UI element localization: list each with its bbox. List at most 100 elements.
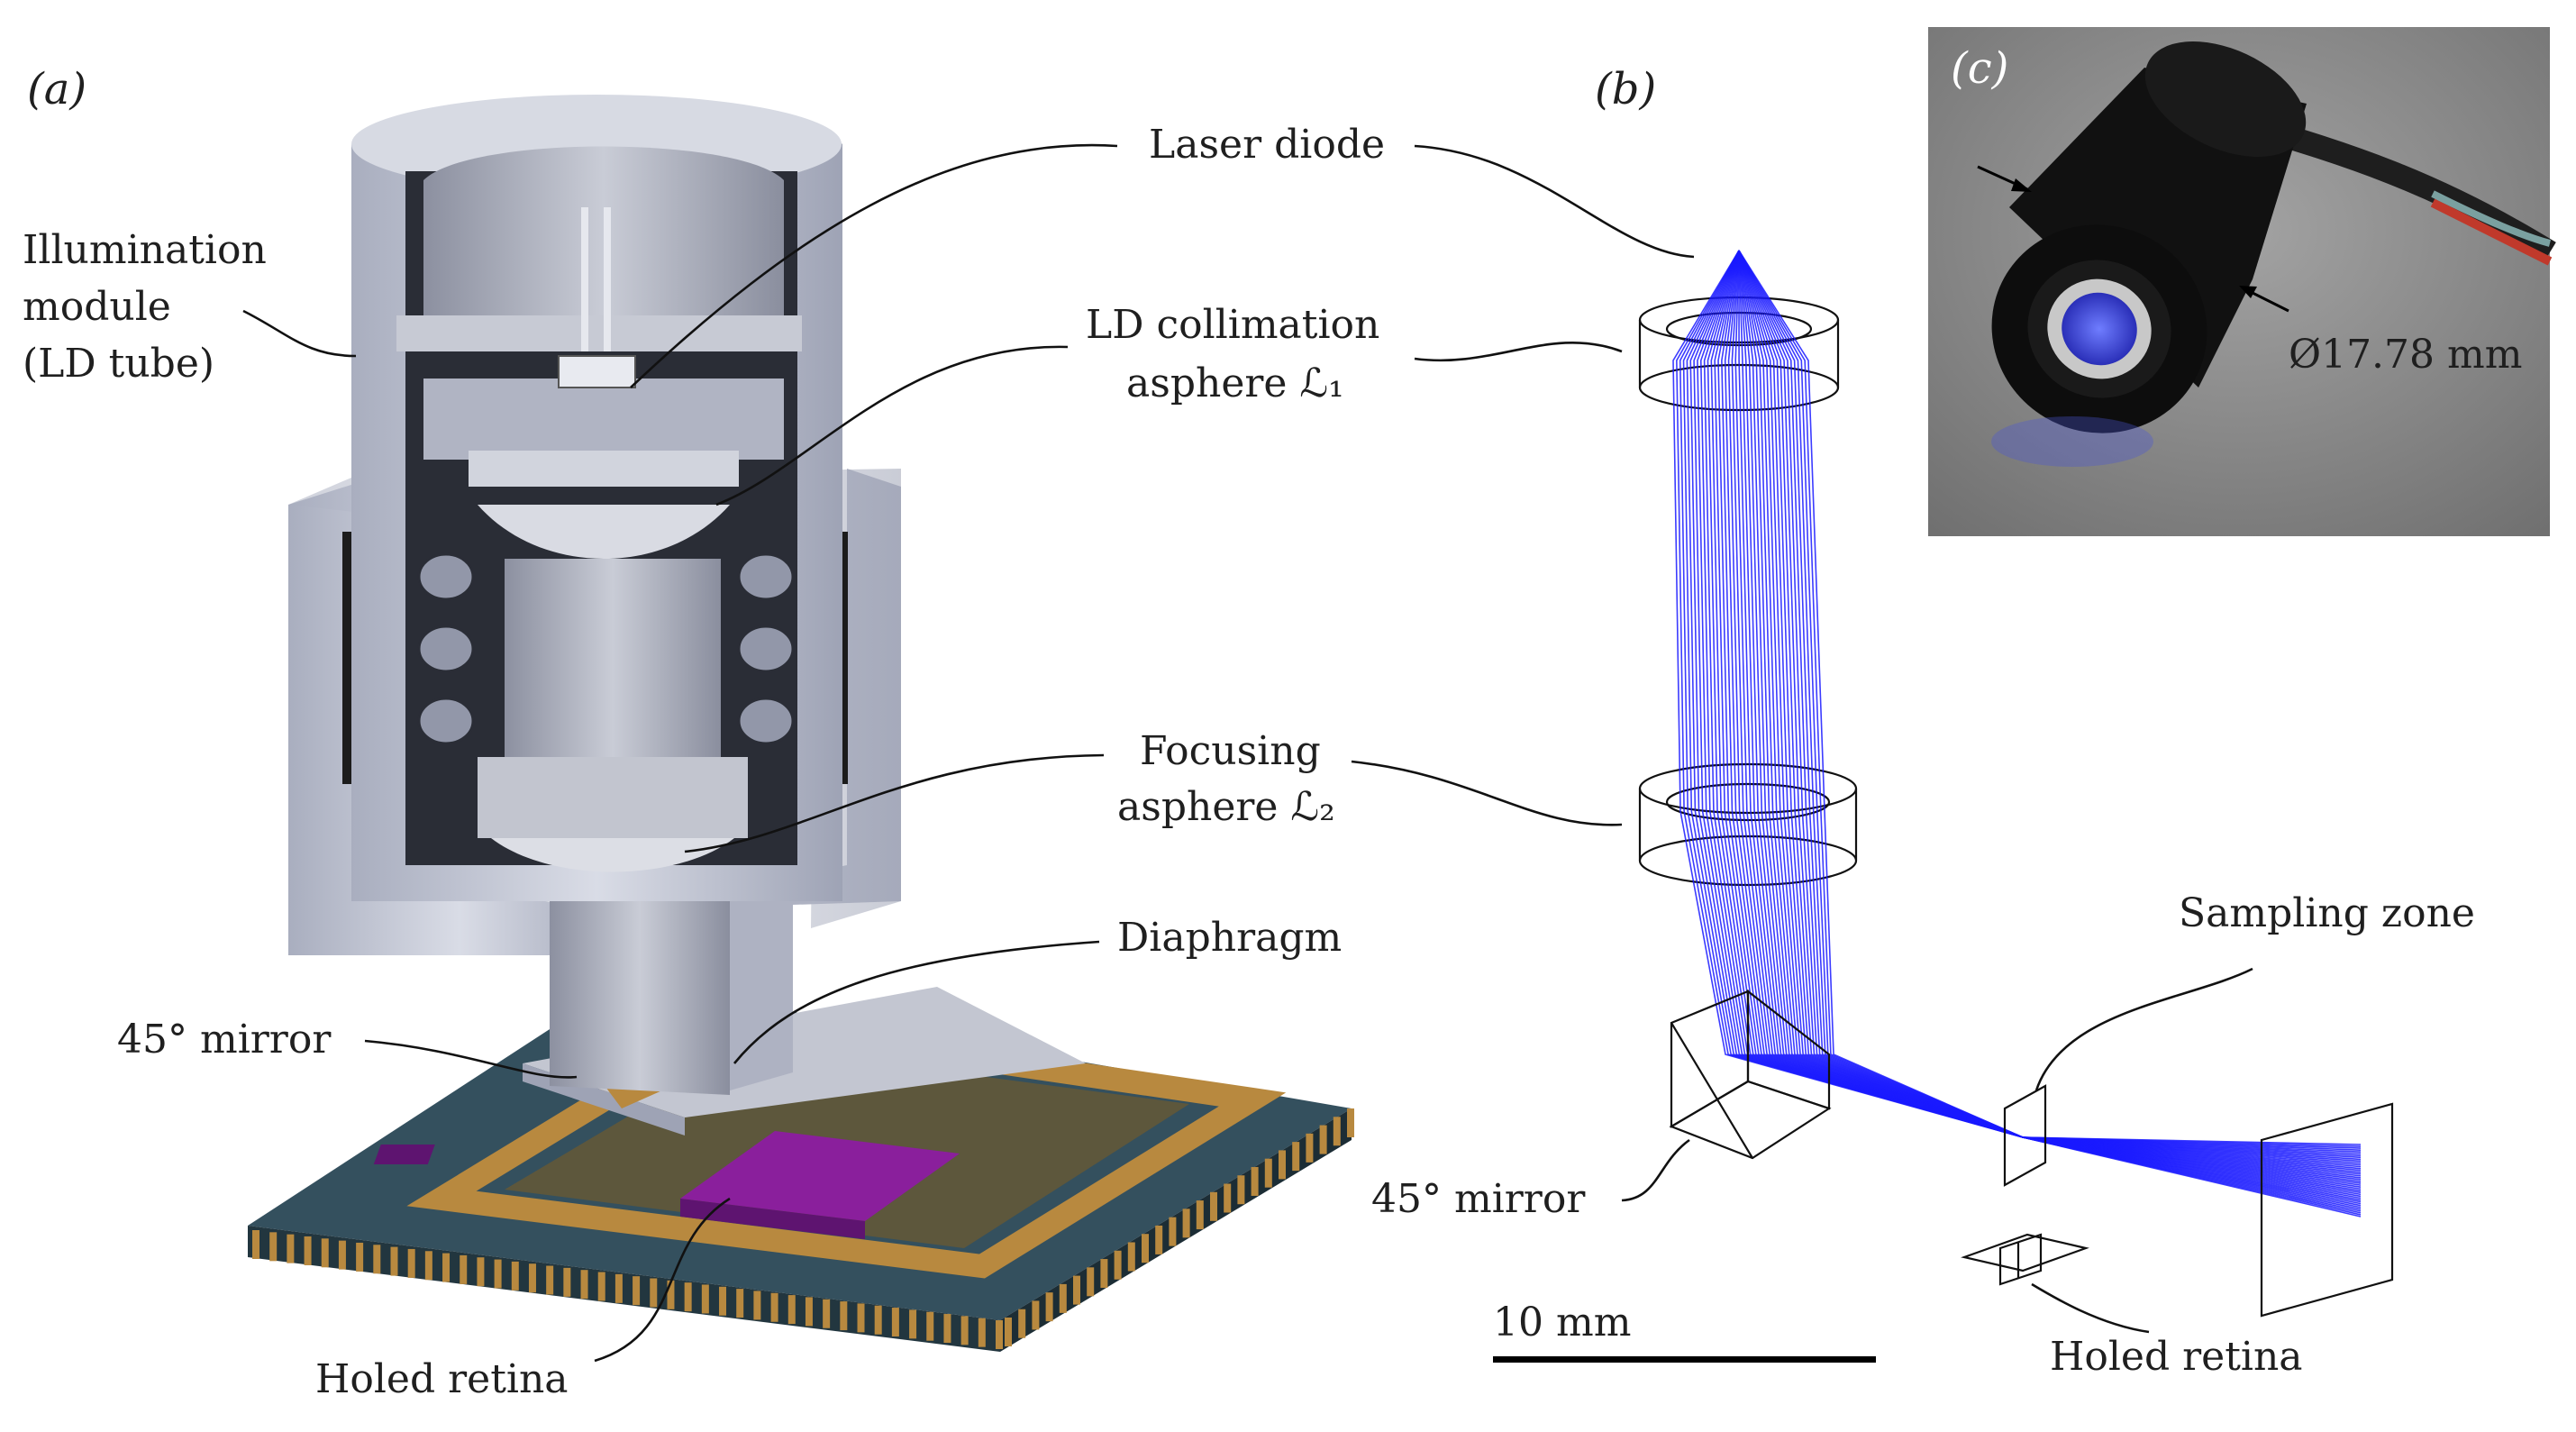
chip-pin (1059, 1283, 1067, 1313)
panel-a-label: (a) (27, 64, 86, 114)
chip-pin (1032, 1300, 1040, 1330)
screen-plane (2260, 1102, 2394, 1318)
chip-pin (805, 1297, 813, 1327)
ld-tube-photo (1991, 41, 2307, 467)
sampling-zone-label: Sampling zone (2179, 890, 2475, 936)
laser-diode-label: Laser diode (1149, 122, 1385, 168)
diameter-label: Ø17.78 mm (2289, 332, 2522, 378)
mirror-b-label: 45° mirror (1371, 1176, 1586, 1222)
retina-die (680, 1131, 960, 1221)
chip-pin (1087, 1267, 1095, 1297)
chip-pin (1018, 1309, 1026, 1338)
chip-pin (597, 1272, 605, 1301)
chip-pin (909, 1309, 917, 1339)
chip-pin (633, 1276, 641, 1306)
panel-a: (a) (23, 64, 1695, 1402)
chip-pin (1264, 1158, 1272, 1188)
chip-pin (1279, 1150, 1286, 1180)
chip-pin (373, 1245, 381, 1274)
chip-pin (1114, 1250, 1122, 1280)
mirror-a-label: 45° mirror (117, 1017, 332, 1063)
chip-pin (287, 1234, 295, 1263)
diaphragm-label: Diaphragm (1117, 915, 1342, 961)
chip-pin (460, 1254, 468, 1284)
chip-pin (580, 1270, 588, 1300)
chip-pin (1100, 1259, 1108, 1289)
focusing-label: Focusing asphere ℒ₂ (1117, 728, 1335, 830)
chip-pin (1224, 1183, 1232, 1213)
chip-pin (614, 1273, 623, 1303)
ld-collimation-label: LD collimation asphere ℒ₁ (1086, 302, 1392, 406)
chip-pin (719, 1286, 727, 1316)
chip-pin (753, 1291, 761, 1320)
chip-pin (701, 1284, 709, 1314)
chip-pin (1169, 1217, 1177, 1246)
chip-pin (1005, 1318, 1012, 1346)
chip-pin (546, 1265, 554, 1295)
panel-b: (b) (1371, 64, 2475, 1380)
scale-bar-label: 10 mm (1493, 1300, 1631, 1345)
scale-bar (1493, 1356, 1876, 1363)
chip-pin (1210, 1191, 1217, 1221)
chip-pin (321, 1238, 329, 1268)
sampling-zone-aperture (2003, 1084, 2047, 1187)
chip-pin (943, 1314, 951, 1344)
panel-c-label: (c) (1951, 43, 2008, 94)
chip-pin (407, 1248, 415, 1278)
chip-pin (874, 1305, 882, 1335)
chip-pin (684, 1282, 692, 1312)
chip-pin (770, 1292, 778, 1322)
chip-pin (563, 1267, 571, 1297)
ray (1738, 250, 2362, 1218)
side-rollers (417, 552, 795, 745)
chip-pin (1196, 1200, 1204, 1230)
chip-pin (960, 1316, 969, 1345)
chip-pin (1073, 1275, 1080, 1305)
chip-pin (356, 1242, 364, 1272)
chip-pin (1127, 1242, 1135, 1272)
chip-pin (1333, 1117, 1341, 1146)
holed-retina-wireframe (1961, 1233, 2089, 1286)
chip-pin (787, 1295, 796, 1325)
chip-pin (857, 1303, 865, 1333)
chip-pin (978, 1318, 986, 1347)
chip-pin (1142, 1234, 1149, 1263)
chip-pin (823, 1299, 831, 1328)
chip-pin (252, 1230, 259, 1259)
chip-pin (1155, 1225, 1163, 1254)
chip-pin (1306, 1133, 1314, 1163)
chip-pin (390, 1246, 398, 1276)
chip-pin (840, 1301, 848, 1331)
chip-pin (1319, 1125, 1327, 1154)
panel-b-label: (b) (1595, 64, 1656, 114)
chip-pin (304, 1236, 312, 1265)
chip-pin (996, 1320, 1003, 1349)
chip-pin (1182, 1209, 1190, 1238)
chip-pin (269, 1232, 278, 1262)
holed-retina-a-label: Holed retina (315, 1356, 569, 1402)
chip-pin (424, 1251, 432, 1281)
chip-pin (1251, 1166, 1259, 1196)
prism-wireframe (1669, 989, 1832, 1160)
chip-pin (338, 1240, 346, 1270)
panel-c: (c) Ø17.78 mm (1928, 27, 2556, 536)
chip-pin (1237, 1175, 1245, 1205)
chip-pin (1347, 1108, 1354, 1137)
chip-pins (252, 1108, 1354, 1349)
holed-retina-b-label: Holed retina (2050, 1334, 2303, 1380)
chip-pin (667, 1280, 675, 1309)
chip-pin (442, 1253, 451, 1282)
chip-pin (736, 1289, 744, 1318)
chip-carrier (248, 982, 1354, 1352)
chip-pin (1045, 1292, 1053, 1322)
chip-pin (494, 1259, 502, 1289)
chip-pin (1292, 1142, 1300, 1172)
ray-bundle (1672, 250, 2362, 1218)
chip-pin (528, 1263, 536, 1293)
chip-pin (926, 1311, 934, 1341)
chip-pin (650, 1278, 658, 1308)
chip-pin (891, 1308, 899, 1337)
chip-pin (477, 1257, 485, 1287)
illumination-module-label: Illumination module (LD tube) (23, 227, 279, 387)
